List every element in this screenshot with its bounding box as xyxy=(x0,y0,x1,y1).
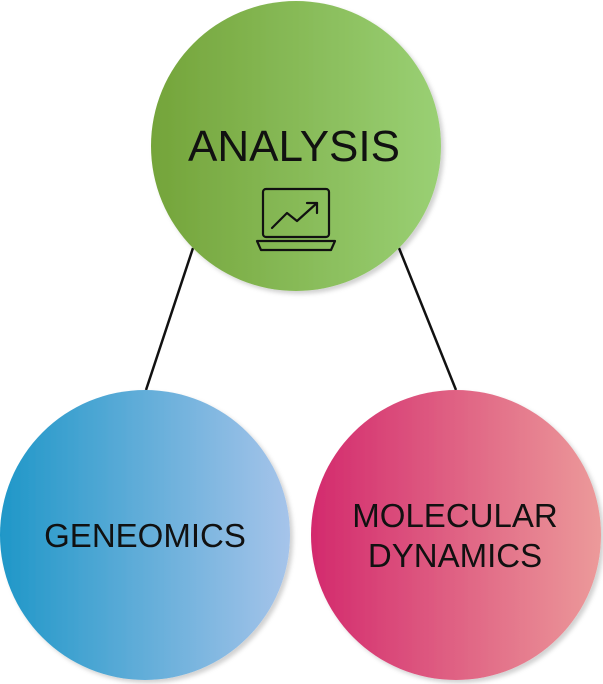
molecular-dynamics-label-line1: MOLECULAR xyxy=(352,497,557,534)
analysis-circle xyxy=(151,1,441,291)
geneomics-circle xyxy=(0,390,290,680)
connector-left xyxy=(144,247,195,391)
molecular-dynamics-label-line2: DYNAMICS xyxy=(368,537,542,574)
molecular-dynamics-circle xyxy=(311,390,601,680)
molecular-dynamics-node: MOLECULAR DYNAMICS xyxy=(311,390,601,680)
connector-right xyxy=(397,247,458,391)
laptop-chart-icon xyxy=(255,187,337,252)
geneomics-label: GENEOMICS xyxy=(44,517,246,554)
analysis-node: ANALYSIS xyxy=(151,1,441,291)
analysis-label: ANALYSIS xyxy=(188,122,400,171)
geneomics-node: GENEOMICS xyxy=(0,390,290,680)
